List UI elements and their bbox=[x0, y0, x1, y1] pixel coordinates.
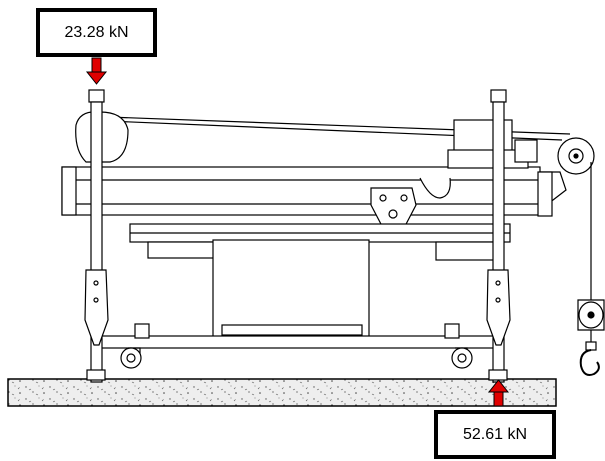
force-arrow-top bbox=[85, 57, 108, 85]
crane-frame bbox=[61, 89, 605, 383]
force-arrow-bottom bbox=[487, 379, 510, 407]
ground-slab bbox=[7, 378, 557, 407]
force-label-bottom: 52.61 kN bbox=[434, 410, 556, 459]
force-value-top: 23.28 kN bbox=[64, 23, 129, 41]
force-value-bottom: 52.61 kN bbox=[462, 425, 528, 443]
force-label-top: 23.28 kN bbox=[36, 8, 157, 57]
